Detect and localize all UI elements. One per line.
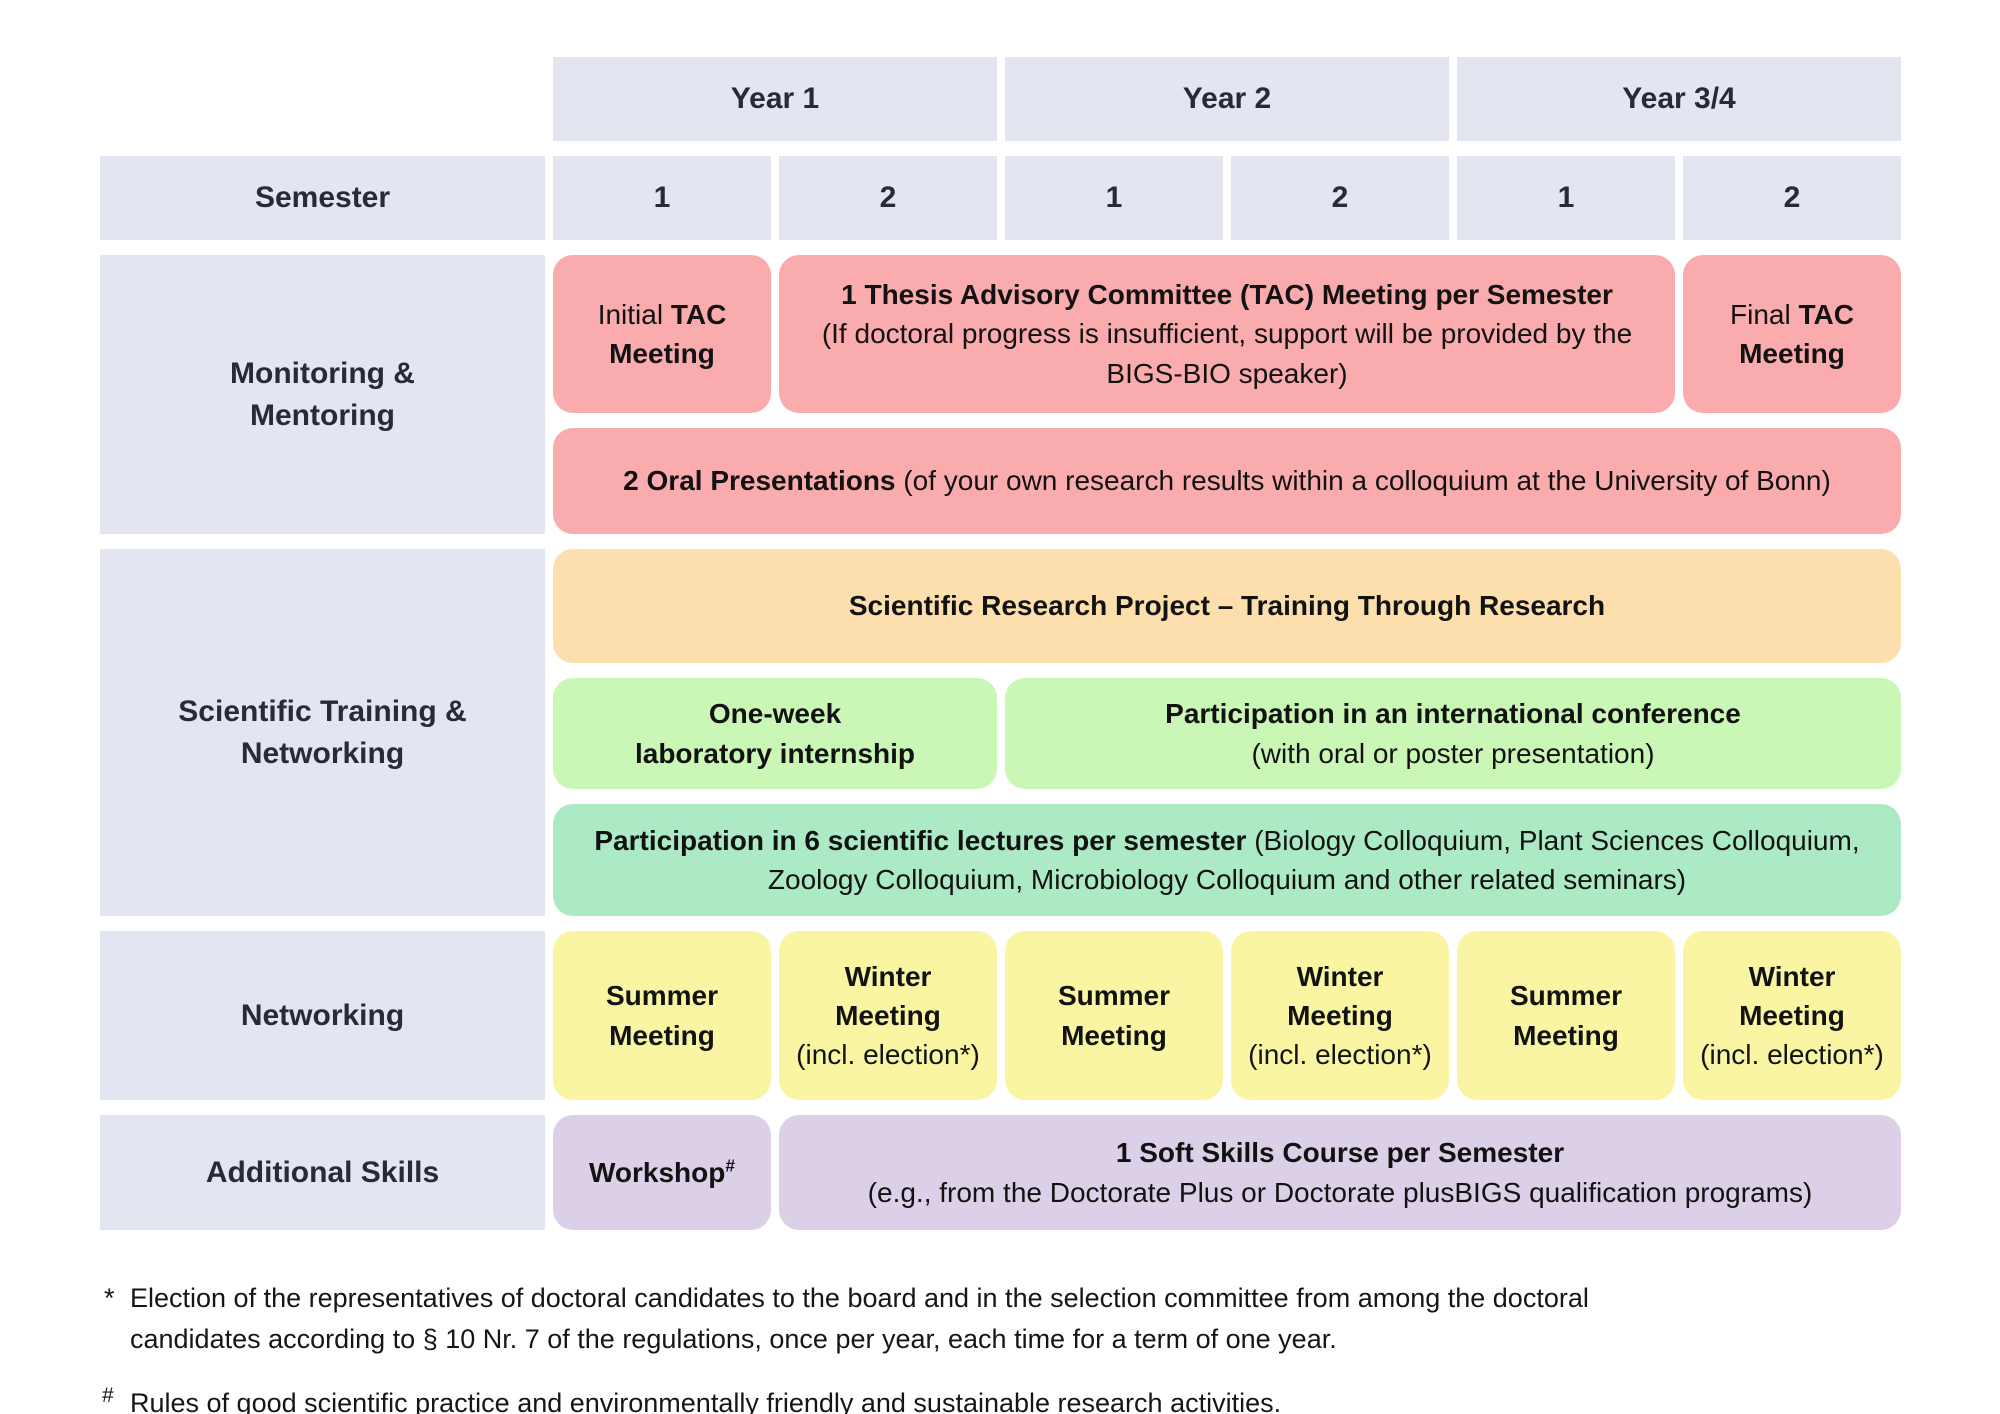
conference-title: Participation in an international confer… [1165, 698, 1741, 730]
conference-note: (with oral or poster presentation) [1251, 737, 1655, 769]
summer-meeting-cell-year2: Summer Meeting [1005, 931, 1223, 1100]
tac-meeting-per-semester-cell: 1 Thesis Advisory Committee (TAC) Meetin… [779, 255, 1675, 413]
workshop-cell: Workshop# [553, 1115, 771, 1230]
final-tac-meeting-cell: Final TAC Meeting [1683, 255, 1901, 413]
row-label-additional-skills: Additional Skills [100, 1115, 545, 1230]
meeting-note: (incl. election*) [796, 1039, 980, 1071]
meeting-title: Summer Meeting [1057, 980, 1171, 1051]
footnote-marker-hash: # [102, 1384, 114, 1407]
winter-meeting-cell-year1: Winter Meeting (incl. election*) [779, 931, 997, 1100]
scientific-lectures-cell: Participation in 6 scientific lectures p… [553, 804, 1901, 916]
lab-internship-cell: One-week laboratory internship [553, 678, 997, 789]
meeting-note: (incl. election*) [1700, 1039, 1884, 1071]
research-project-cell: Scientific Research Project – Training T… [553, 549, 1901, 663]
year-2-header: Year 2 [1005, 57, 1449, 141]
footnote-election: * Election of the representatives of doc… [100, 1278, 1630, 1359]
row-label-networking: Networking [100, 931, 545, 1100]
semester-cell-2: 2 [779, 156, 997, 240]
year-3-4-header: Year 3/4 [1457, 57, 1901, 141]
row-label-scientific-training-networking: Scientific Training & Networking [100, 549, 545, 916]
final-tac-bold: TAC Meeting [1739, 298, 1854, 369]
initial-tac-meeting-text: Initial TAC Meeting [567, 295, 757, 373]
winter-meeting-cell-year3-4: Winter Meeting (incl. election*) [1683, 931, 1901, 1100]
footnotes: * Election of the representatives of doc… [100, 1278, 1630, 1414]
lab-internship-line-2: laboratory internship [634, 737, 916, 769]
soft-skills-cell: 1 Soft Skills Course per Semester (e.g.,… [779, 1115, 1901, 1230]
semester-cell-1: 1 [553, 156, 771, 240]
footnote-text: Rules of good scientific practice and en… [130, 1388, 1282, 1414]
tac-meeting-note: (If doctoral progress is insufficient, s… [821, 318, 1633, 389]
winter-meeting-cell-year2: Winter Meeting (incl. election*) [1231, 931, 1449, 1100]
summer-meeting-cell-year1: Summer Meeting [553, 931, 771, 1100]
initial-tac-prefix: Initial [597, 298, 671, 330]
meeting-title: Summer Meeting [1509, 980, 1623, 1051]
curriculum-table: Year 1 Year 2 Year 3/4 Semester 1 2 1 2 … [100, 57, 1901, 1230]
soft-skills-note: (e.g., from the Doctorate Plus or Doctor… [867, 1176, 1813, 1208]
row-label-monitoring-mentoring: Monitoring & Mentoring [100, 255, 545, 534]
meeting-title: Winter Meeting [835, 960, 941, 1031]
meeting-title: Winter Meeting [1739, 960, 1845, 1031]
meeting-title: Summer Meeting [605, 980, 719, 1051]
row-label-line-1: Additional Skills [205, 1155, 440, 1189]
international-conference-cell: Participation in an international confer… [1005, 678, 1901, 789]
meeting-note: (incl. election*) [1248, 1039, 1432, 1071]
research-project-text: Scientific Research Project – Training T… [848, 590, 1606, 622]
initial-tac-bold: TAC Meeting [609, 298, 727, 369]
semester-row-label: Semester [100, 156, 545, 240]
row-label-line-2: Networking [240, 736, 405, 770]
row-label-line-1: Networking [240, 998, 405, 1032]
row-label-line-2: Mentoring [250, 398, 395, 432]
row-label-line-1: Scientific Training & [178, 694, 467, 728]
final-tac-prefix: Final [1730, 298, 1799, 330]
oral-presentations-rest: (of your own research results within a c… [895, 465, 1831, 497]
lab-internship-line-1: One-week [708, 698, 842, 730]
meeting-title: Winter Meeting [1287, 960, 1393, 1031]
semester-cell-6: 2 [1683, 156, 1901, 240]
footnote-text: Election of the representatives of docto… [130, 1283, 1589, 1354]
workshop-footnote-marker: # [725, 1155, 736, 1176]
tac-meeting-title: 1 Thesis Advisory Committee (TAC) Meetin… [841, 279, 1613, 311]
workshop-bold: Workshop [588, 1156, 726, 1188]
footnote-rules: # Rules of good scientific practice and … [100, 1383, 1630, 1414]
workshop-text: Workshop# [589, 1153, 735, 1192]
semester-cell-3: 1 [1005, 156, 1223, 240]
oral-presentations-text: 2 Oral Presentations (of your own resear… [623, 461, 1831, 500]
oral-presentations-bold: 2 Oral Presentations [623, 465, 896, 497]
scientific-lectures-text: Participation in 6 scientific lectures p… [579, 821, 1875, 899]
year-1-header: Year 1 [553, 57, 997, 141]
lectures-bold: Participation in 6 scientific lectures p… [594, 824, 1247, 856]
semester-cell-5: 1 [1457, 156, 1675, 240]
final-tac-meeting-text: Final TAC Meeting [1697, 295, 1887, 373]
lectures-rest: (Biology Colloquium, Plant Sciences Coll… [767, 824, 1860, 895]
oral-presentations-cell: 2 Oral Presentations (of your own resear… [553, 428, 1901, 534]
row-label-line-1: Monitoring & [230, 356, 415, 390]
summer-meeting-cell-year3-4: Summer Meeting [1457, 931, 1675, 1100]
soft-skills-title: 1 Soft Skills Course per Semester [1115, 1137, 1565, 1169]
semester-cell-4: 2 [1231, 156, 1449, 240]
footnote-marker-asterisk: * [104, 1283, 115, 1313]
initial-tac-meeting-cell: Initial TAC Meeting [553, 255, 771, 413]
